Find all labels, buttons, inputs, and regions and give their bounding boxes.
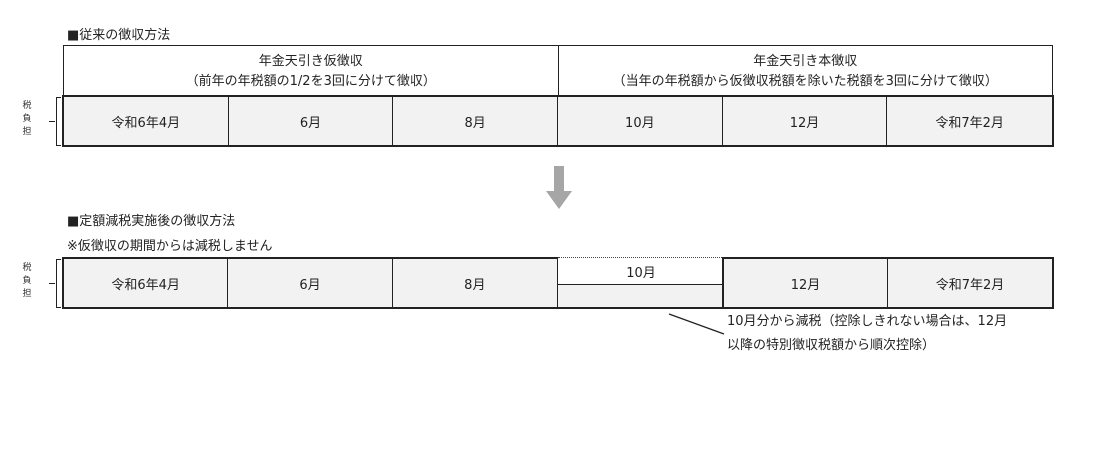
- header-provisional-sub: （前年の年税額の1/2を3回に分けて徴収）: [185, 74, 436, 89]
- note-line-2: 以降の特別徴収税額から順次控除）: [727, 338, 936, 353]
- cell2-october-label: 10月: [626, 265, 656, 281]
- section1-timeline: 令和6年4月 6月 8月 10月 12月 令和7年2月: [62, 95, 1054, 147]
- bracket-tick-1: [49, 121, 55, 122]
- header-main-title: 年金天引き本徴収: [753, 54, 858, 69]
- cell-r7-february: 令和7年2月: [935, 115, 1004, 131]
- section2-timeline-right: 12月 令和7年2月: [722, 257, 1054, 309]
- bracket-2: [56, 259, 61, 308]
- section1-header: 年金天引き仮徴収 （前年の年税額の1/2を3回に分けて徴収） 年金天引き本徴収 …: [63, 45, 1053, 96]
- cell2-october-lower: [558, 284, 724, 307]
- cell-r6-april: 令和6年4月: [64, 97, 229, 145]
- section2-title: ■定額減税実施後の徴収方法: [67, 214, 236, 229]
- cell-august: 8月: [393, 97, 558, 145]
- header-provisional-title: 年金天引き仮徴収: [258, 54, 363, 69]
- cell2-december: 12月: [724, 259, 888, 307]
- tax-burden-label-1: 税 負 担: [22, 101, 32, 137]
- header-main-sub: （当年の年税額から仮徴収税額を除いた税額を3回に分けて徴収）: [612, 74, 998, 89]
- down-arrow-icon: [546, 166, 572, 209]
- bracket-1: [56, 97, 61, 146]
- note-line-1: 10月分から減税（控除しきれない場合は、12月: [727, 314, 1008, 329]
- cell-december: 12月: [723, 97, 888, 145]
- cell2-r6-april: 令和6年4月: [64, 259, 229, 307]
- header-main: 年金天引き本徴収 （当年の年税額から仮徴収税額を除いた税額を3回に分けて徴収）: [557, 46, 1053, 96]
- cell2-june: 6月: [228, 259, 393, 307]
- cell-october: 10月: [558, 97, 723, 145]
- cell2-october-split: 10月: [558, 257, 724, 309]
- tax-burden-label-2: 税 負 担: [22, 263, 32, 299]
- bracket-tick-2: [49, 283, 55, 284]
- cell2-r7-february: 令和7年2月: [935, 277, 1005, 293]
- cell-june: 6月: [229, 97, 394, 145]
- section1-title: ■従来の徴収方法: [67, 28, 171, 43]
- section2-timeline-left: 令和6年4月 6月 8月: [62, 257, 559, 309]
- header-provisional: 年金天引き仮徴収 （前年の年税額の1/2を3回に分けて徴収）: [64, 46, 558, 96]
- cell2-august: 8月: [464, 277, 486, 293]
- reduction-note: 10月分から減税（控除しきれない場合は、12月 以降の特別徴収税額から順次控除）: [727, 310, 1007, 358]
- section2-subtitle: ※仮徴収の期間からは減税しません: [67, 239, 273, 254]
- callout-line: [668, 313, 725, 335]
